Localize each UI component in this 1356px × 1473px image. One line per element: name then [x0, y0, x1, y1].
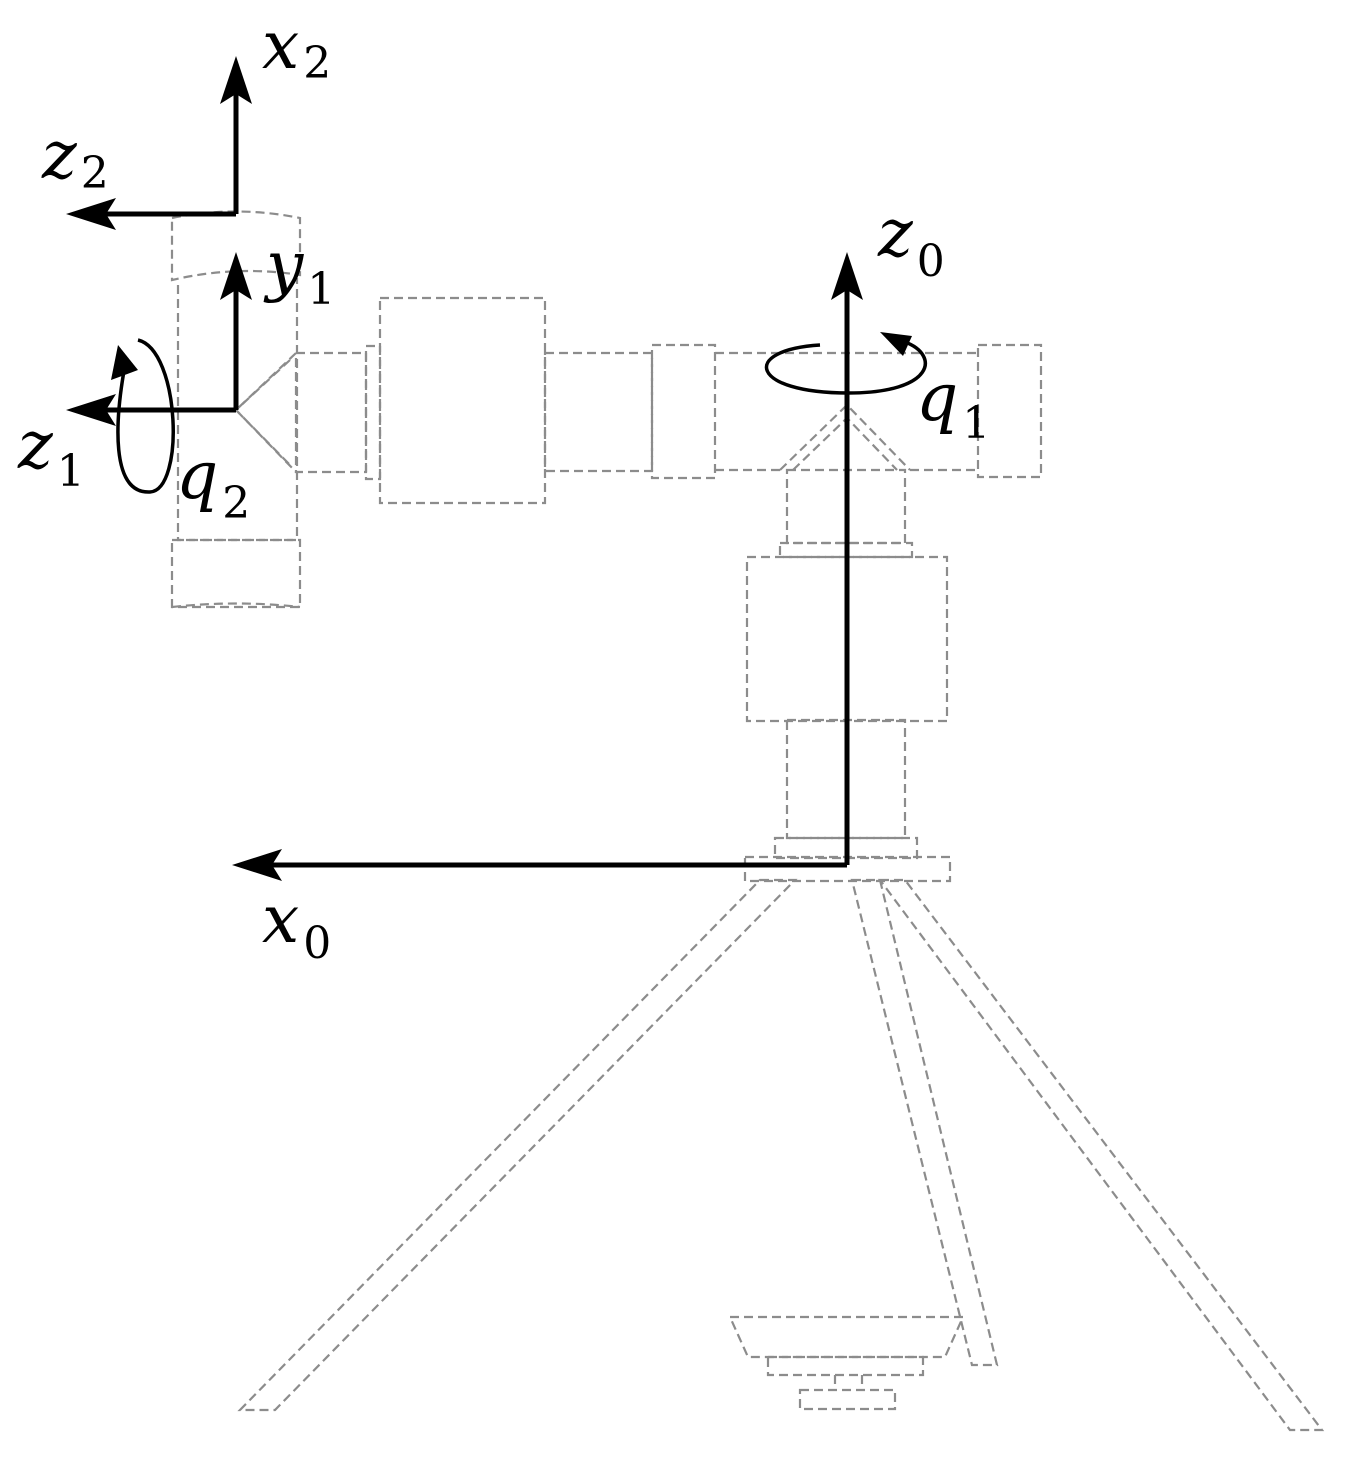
label-x0: x0 — [262, 881, 331, 969]
frame-0 — [232, 252, 863, 881]
robot-outline — [170, 210, 1325, 1432]
tripod-leg-middle — [850, 878, 999, 1367]
fixture-middle — [766, 1355, 925, 1377]
q2-rotation-indicator — [111, 338, 175, 494]
floor-fixture — [728, 1315, 965, 1411]
z1-arrowhead — [66, 394, 116, 426]
fixture-top — [728, 1315, 965, 1359]
fixture-bottom — [798, 1388, 897, 1411]
z0-arrowhead — [831, 252, 863, 300]
arm-motor-box — [378, 296, 547, 505]
x0-arrowhead — [232, 849, 282, 881]
label-x2: x2 — [262, 7, 331, 89]
label-z1: z1 — [17, 407, 85, 497]
tripod-legs — [237, 878, 1325, 1432]
q2-rotation-arrowhead — [111, 345, 138, 380]
frame-1 — [66, 252, 252, 426]
x2-arrowhead — [220, 56, 252, 104]
arm-segment — [543, 351, 654, 473]
z2-arrowhead — [66, 198, 116, 230]
label-z2: z2 — [41, 117, 109, 199]
q2-rotation-arc — [116, 338, 175, 494]
y1-arrowhead — [220, 252, 252, 300]
q1-rotation-indicator — [764, 332, 927, 395]
label-y1: y1 — [263, 227, 335, 315]
frame-2 — [66, 56, 252, 230]
label-q1: q1 — [916, 359, 990, 449]
arm-joint-block — [650, 343, 717, 480]
q1-rotation-arc — [764, 340, 927, 395]
tripod-leg-left — [237, 878, 798, 1412]
label-z0: z0 — [877, 195, 945, 287]
arm-end-cap — [976, 343, 1043, 479]
q1-rotation-arrowhead — [880, 332, 912, 356]
arm-neck — [294, 351, 368, 474]
label-q2: q2 — [176, 437, 250, 529]
camera-bottom — [170, 538, 302, 609]
arm-flange — [364, 344, 382, 481]
